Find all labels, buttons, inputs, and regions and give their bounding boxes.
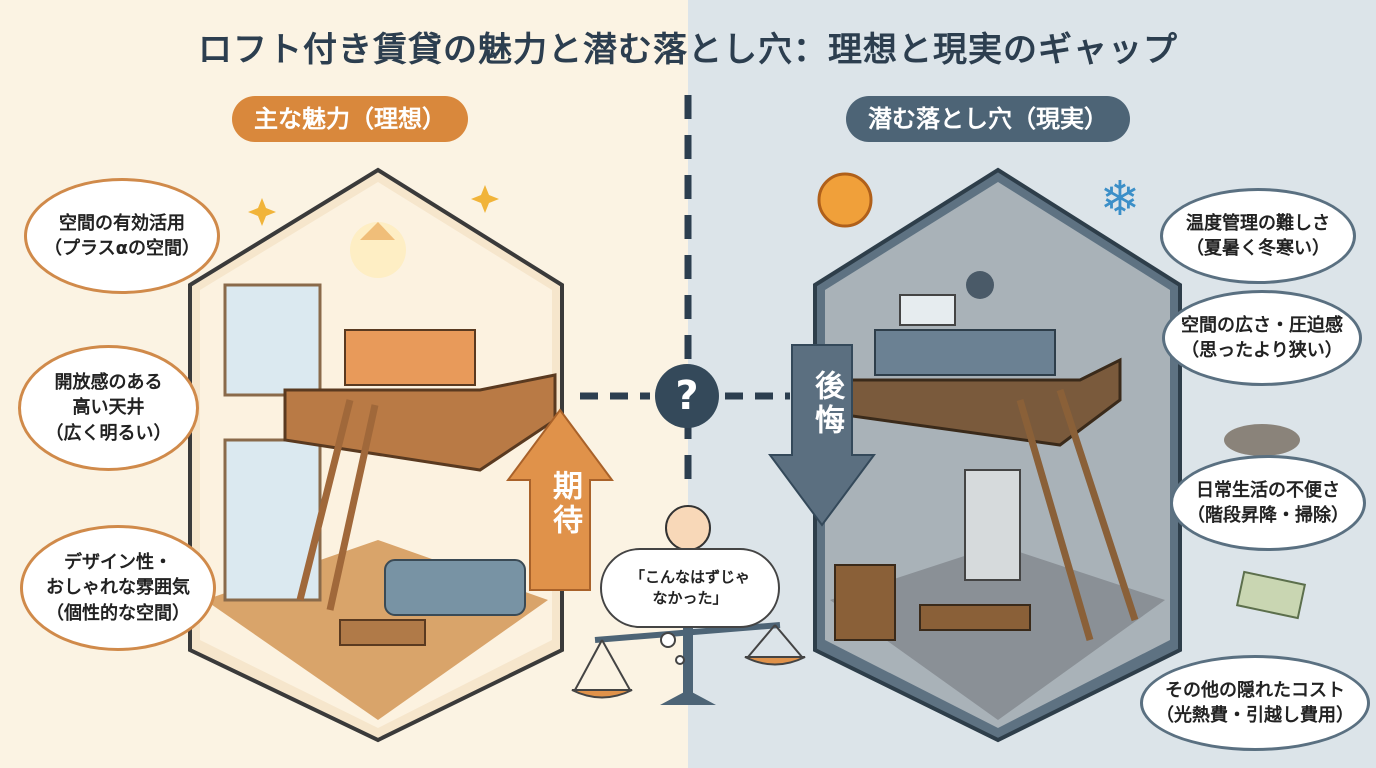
bubble-text: （夏暑く冬寒い） [1186,238,1330,259]
bubble-text: 空間の広さ・圧迫感 [1181,314,1343,336]
ideal-heading: 主な魅力（理想） [232,96,468,142]
flying-money-icon [1235,570,1307,620]
thought-text: なかった」 [652,589,728,607]
regret-label: 後悔 [809,370,844,438]
merit-bubble-design: デザイン性・ おしゃれな雰囲気 （個性的な空間） [20,525,216,651]
bubble-text: デザイン性・ [64,552,172,574]
dust-pile-icon [1224,424,1300,456]
bubble-text: （広く明るい） [45,422,172,444]
bubble-text: おしゃれな雰囲気 [46,577,190,599]
regret-arrow [768,344,876,527]
bubble-text: （光熱費・引越し費用） [1156,705,1354,726]
question-mark-icon: ? [655,364,719,428]
bubble-text: （思ったより狭い） [1181,340,1343,361]
pitfall-bubble-temperature: 温度管理の難しさ （夏暑く冬寒い） [1160,188,1356,284]
expectation-label: 期待 [547,470,582,538]
bubble-text: 空間の有効活用 [59,212,185,234]
ideal-loft-house [188,167,564,743]
reality-heading: 潜む落とし穴（現実） [846,96,1130,142]
bubble-text: 高い天井 [72,397,145,419]
bubble-text: 開放感のある [54,372,163,394]
expectation-arrow [506,408,614,591]
snowflake-icon: ❄ [1100,171,1140,227]
bubble-text: （個性的な空間） [46,602,190,624]
merit-bubble-space: 空間の有効活用 （プラスαの空間） [24,178,220,294]
pitfall-bubble-daily-life: 日常生活の不便さ （階段昇降・掃除） [1170,455,1366,551]
pitfall-bubble-hidden-cost: その他の隠れたコスト （光熱費・引越し費用） [1140,655,1370,751]
worried-person-icon [665,505,711,551]
bubble-text: 温度管理の難しさ [1186,212,1330,234]
bubble-text: （プラスαの空間） [43,238,200,259]
balance-scale-icon [571,622,806,705]
pitfall-bubble-space: 空間の広さ・圧迫感 （思ったより狭い） [1162,290,1362,386]
bubble-text: その他の隠れたコスト [1165,679,1345,701]
bubble-text: （階段昇降・掃除） [1187,505,1349,526]
thought-text: 「こんなはずじゃ [629,568,750,586]
thought-bubble: 「こんなはずじゃ なかった」 [600,548,780,628]
sun-icon [817,172,873,228]
bubble-text: 日常生活の不便さ [1196,479,1340,501]
merit-bubble-ceiling: 開放感のある 高い天井 （広く明るい） [18,345,199,471]
reality-loft-house: ❄ [813,167,1307,743]
page-title: ロフト付き賃貸の魅力と潜む落とし穴：理想と現実のギャップ [198,30,1178,70]
